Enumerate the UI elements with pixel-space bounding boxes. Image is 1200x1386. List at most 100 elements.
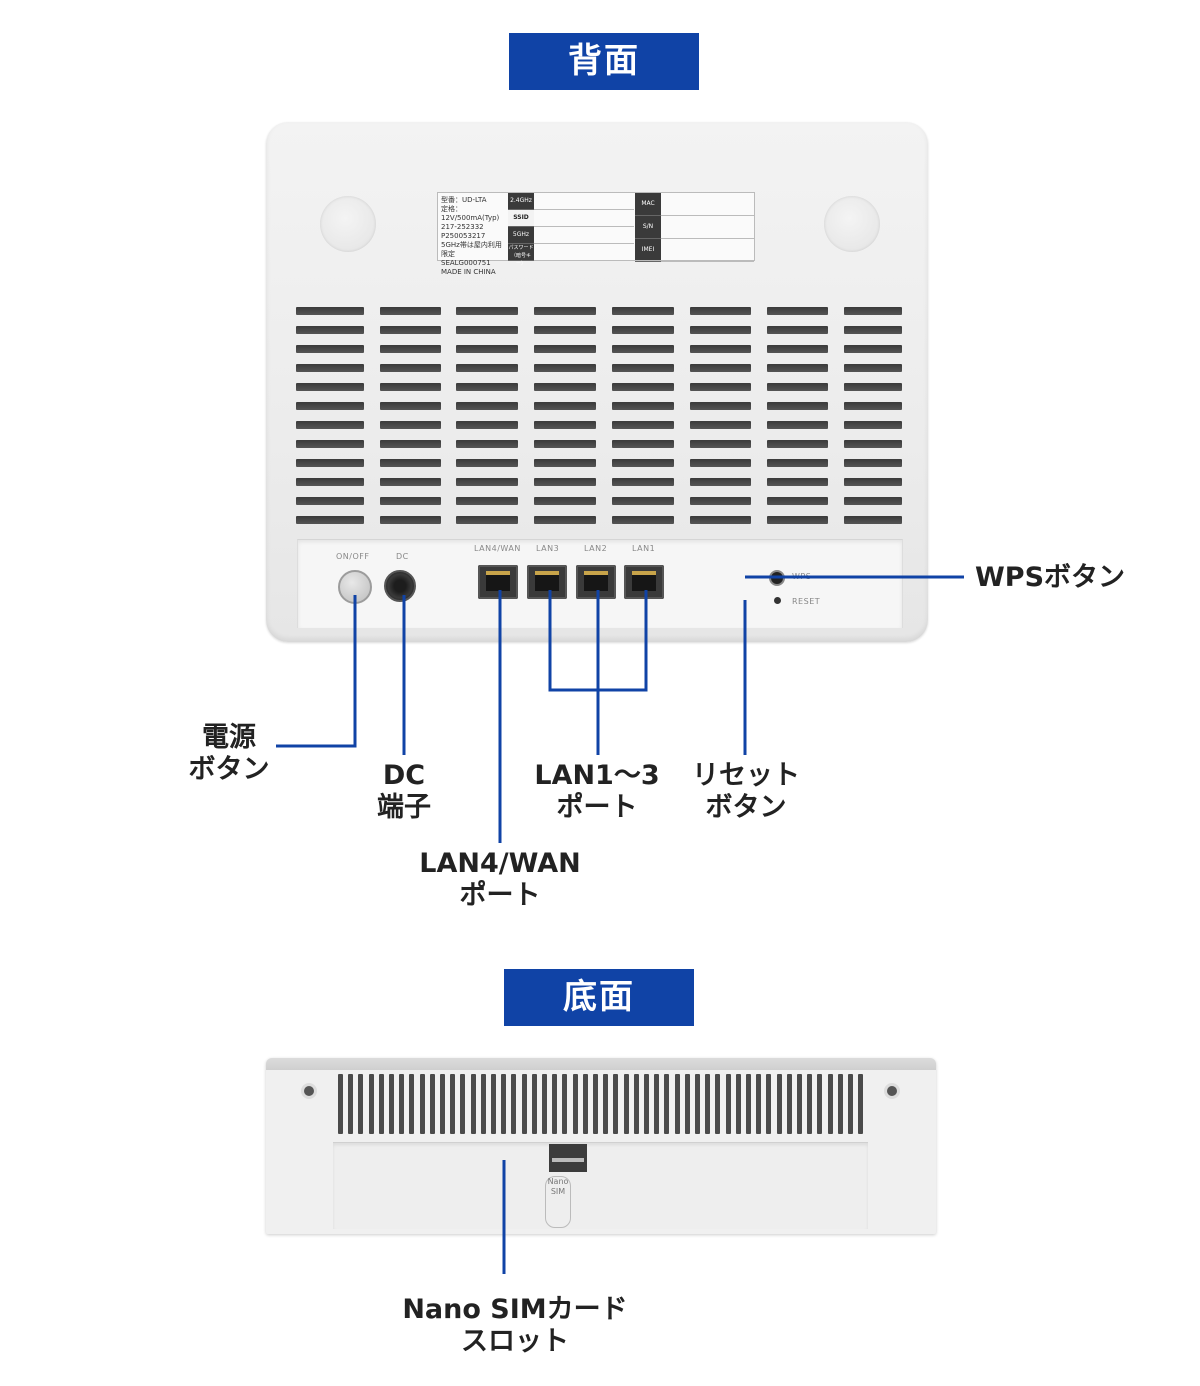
- sim-card-slot[interactable]: [549, 1144, 587, 1172]
- vent-slot: [456, 497, 518, 505]
- vent-slot: [429, 1074, 435, 1134]
- vent-slot: [844, 345, 902, 353]
- vent-slot: [715, 1074, 721, 1134]
- vent-slot: [690, 421, 751, 429]
- vent-slot: [456, 326, 518, 334]
- vent-slot: [807, 1074, 813, 1134]
- sticker-made-in: MADE IN CHINA: [441, 268, 496, 276]
- vent-slot: [534, 307, 596, 315]
- callout-line1: リセット: [692, 760, 800, 791]
- dc-jack[interactable]: [384, 570, 416, 602]
- vent-slot: [296, 326, 364, 334]
- vent-grille: [296, 307, 902, 529]
- vent-slot: [767, 459, 828, 467]
- vent-slot: [776, 1074, 782, 1134]
- callout-line2: スロット: [461, 1326, 569, 1357]
- sim-slot-callout: Nano SIMカード スロット: [400, 1294, 630, 1358]
- vent-slot: [844, 402, 902, 410]
- vent-slot: [534, 383, 596, 391]
- sticker-cert: P250053217: [441, 232, 486, 240]
- sticker-mac: MAC: [635, 193, 661, 216]
- wps-button-callout: WPSボタン: [975, 562, 1126, 593]
- lan3-port[interactable]: [527, 565, 567, 599]
- vent-slot: [612, 459, 674, 467]
- reset-label: RESET: [792, 597, 821, 606]
- vent-slot: [844, 497, 902, 505]
- sticker-sn: S/N: [635, 216, 661, 239]
- vent-slot: [534, 326, 596, 334]
- vent-slot: [296, 345, 364, 353]
- vent-slot: [690, 364, 751, 372]
- vent-slot: [817, 1074, 823, 1134]
- device-label-sticker: 型番：UD-LTA 定格：12V/500mA(Typ) 217-252332 P…: [437, 192, 755, 276]
- vent-slot: [735, 1074, 741, 1134]
- vent-slot: [380, 383, 441, 391]
- vent-slot: [612, 516, 674, 524]
- vent-slot: [380, 307, 441, 315]
- power-button[interactable]: [338, 570, 372, 604]
- sticker-ssid: SSID: [508, 210, 534, 227]
- lan3-label: LAN3: [536, 544, 560, 553]
- vent-slot: [296, 516, 364, 524]
- vent-slot: [582, 1074, 588, 1134]
- vent-slot: [690, 402, 751, 410]
- vent-slot: [756, 1074, 762, 1134]
- vent-slot: [612, 478, 674, 486]
- vent-slot: [456, 364, 518, 372]
- dc-jack-callout: DC 端子: [354, 760, 454, 824]
- vent-slot: [767, 307, 828, 315]
- vent-slot: [296, 497, 364, 505]
- vent-slot: [786, 1074, 792, 1134]
- vent-slot: [612, 307, 674, 315]
- vent-slot: [296, 440, 364, 448]
- vent-slot: [501, 1074, 507, 1134]
- router-bottom-view: Nano SIM: [266, 1058, 936, 1234]
- vent-slot: [797, 1074, 802, 1134]
- vent-slot: [380, 364, 441, 372]
- vent-slot: [409, 1074, 415, 1134]
- vent-slot: [767, 402, 828, 410]
- vent-slot: [858, 1074, 864, 1134]
- vent-slot: [767, 440, 828, 448]
- screw-icon: [304, 1086, 314, 1096]
- vent-slot: [664, 1074, 670, 1134]
- wps-button[interactable]: [769, 570, 785, 586]
- vent-slot: [612, 345, 674, 353]
- router-back-view: 型番：UD-LTA 定格：12V/500mA(Typ) 217-252332 P…: [266, 122, 928, 642]
- callout-line2: 端子: [377, 792, 431, 823]
- lan1-port[interactable]: [624, 565, 664, 599]
- callout-line1: 電源: [202, 722, 256, 753]
- vent-slot: [767, 478, 828, 486]
- lan2-port[interactable]: [576, 565, 616, 599]
- vent-slot: [725, 1074, 731, 1134]
- vent-slot: [612, 497, 674, 505]
- screw-icon: [887, 1086, 897, 1096]
- reset-button[interactable]: [774, 597, 781, 604]
- vent-slot: [844, 459, 902, 467]
- sticker-seal: SEALG000751: [441, 259, 491, 267]
- vent-slot: [837, 1074, 843, 1134]
- vent-slot: [684, 1074, 690, 1134]
- vent-slot: [534, 497, 596, 505]
- vent-slot: [296, 307, 364, 315]
- vent-slot: [380, 421, 441, 429]
- vent-slot: [612, 383, 674, 391]
- vent-slot: [690, 516, 751, 524]
- vent-slot: [456, 307, 518, 315]
- vent-slot: [766, 1074, 772, 1134]
- lan4-wan-port[interactable]: [478, 565, 518, 599]
- sticker-band-24: 2.4GHz: [508, 193, 534, 210]
- vent-slot: [572, 1074, 578, 1134]
- vent-slot: [844, 364, 902, 372]
- vent-slot: [705, 1074, 711, 1134]
- vent-slot: [380, 440, 441, 448]
- vent-slot: [690, 383, 751, 391]
- vent-slot: [531, 1074, 537, 1134]
- vent-slot: [456, 383, 518, 391]
- vent-slot: [562, 1074, 568, 1134]
- vent-slot: [534, 345, 596, 353]
- vent-slot: [456, 421, 518, 429]
- vent-slot: [296, 478, 364, 486]
- vent-slot: [296, 383, 364, 391]
- vent-slot: [389, 1074, 394, 1134]
